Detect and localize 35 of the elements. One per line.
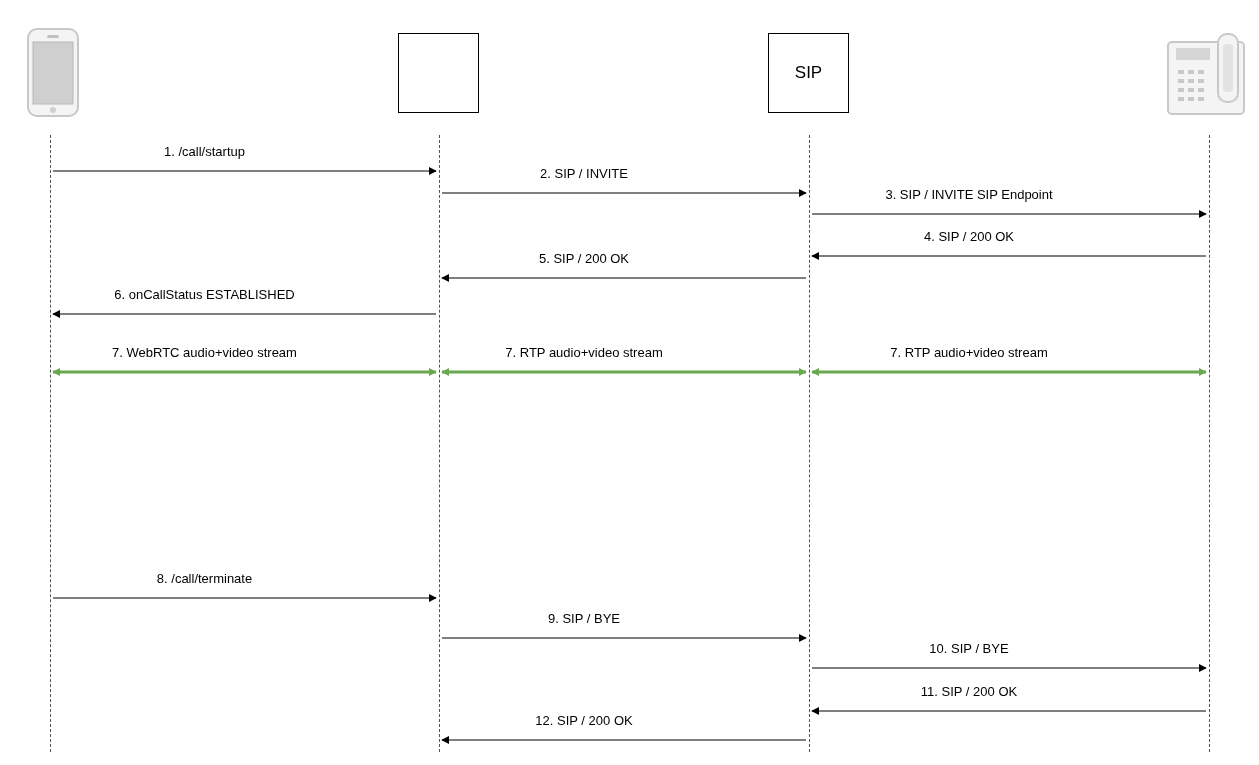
edge-label: 12. SIP / 200 OK: [533, 713, 635, 728]
edge-label: 8. /call/terminate: [154, 571, 255, 586]
edge-label: 7. RTP audio+video stream: [888, 345, 1050, 360]
arrow: [441, 368, 807, 376]
edge-label: 1. /call/startup: [162, 144, 247, 159]
lifeline: [809, 135, 810, 752]
arrow: [811, 252, 1207, 260]
edge-label: 11. SIP / 200 OK: [918, 684, 1020, 699]
participant-name: SIP: [794, 63, 823, 83]
edge-label: 7. RTP audio+video stream: [503, 345, 665, 360]
arrow: [441, 274, 807, 282]
lifeline: [439, 135, 440, 752]
arrow: [811, 707, 1207, 715]
arrow: [811, 210, 1207, 218]
arrow: [811, 368, 1207, 376]
arrow: [441, 634, 807, 642]
edge-label: 7. WebRTC audio+video stream: [110, 345, 299, 360]
arrow: [52, 167, 437, 175]
edge-label: 9. SIP / BYE: [546, 611, 622, 626]
participant-box: [768, 33, 849, 113]
arrow: [52, 368, 437, 376]
edge-label: 5. SIP / 200 OK: [536, 251, 632, 266]
arrow: [811, 664, 1207, 672]
participant-box: [398, 33, 479, 113]
edge-label: 2. SIP / INVITE: [538, 166, 630, 181]
arrow: [441, 189, 807, 197]
edge-label: 3. SIP / INVITE SIP Endpoint: [883, 187, 1055, 202]
arrow: [52, 594, 437, 602]
edge-label: 4. SIP / 200 OK: [921, 229, 1017, 244]
arrow: [52, 310, 437, 318]
arrow: [441, 736, 807, 744]
lifeline: [1209, 135, 1210, 752]
edge-label: 6. onCallStatus ESTABLISHED: [112, 287, 297, 302]
edge-label: 10. SIP / BYE: [927, 641, 1011, 656]
lifeline: [50, 135, 51, 752]
